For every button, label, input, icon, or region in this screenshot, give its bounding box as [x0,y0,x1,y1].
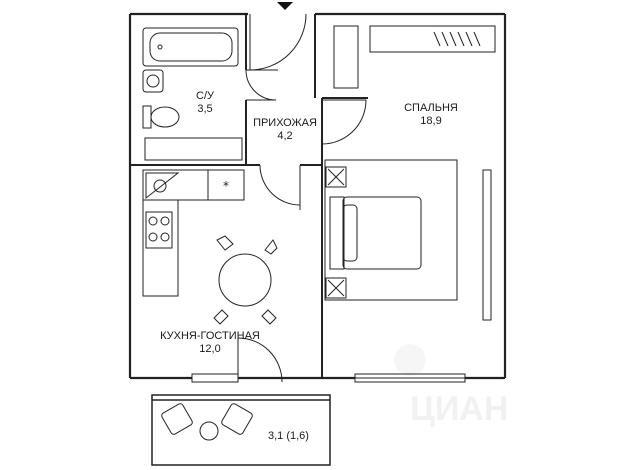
kitchen-counter [142,199,179,297]
kitchen-living-name: КУХНЯ-ГОСТИНАЯ [160,330,260,342]
bedroom-door [321,99,367,145]
watermark-text: ЦИАН [410,390,509,428]
wardrobe-icon [333,25,496,89]
bathroom-door [245,69,278,101]
hallway-label: ПРИХОЖАЯ 4,2 [248,117,322,143]
entrance-door [249,13,307,71]
interior-walls [130,14,368,378]
balcony-door [191,337,283,383]
entrance-arrow-icon [277,2,293,10]
watermark-pattern [394,344,426,376]
dining-table-icon [213,235,278,325]
kitchen-living-area: 12,0 [199,343,221,355]
bathroom-area: 3,5 [197,103,213,115]
bedroom-shelf [482,169,492,321]
balcony-outline [151,394,331,466]
balcony-area-label: 3,1 (1,6) [268,430,309,442]
stove-icon [145,211,173,249]
bedroom-label: СПАЛЬНЯ 18,9 [396,102,466,128]
toilet-icon [142,105,180,129]
bathtub-icon [142,27,239,67]
bathroom-cabinet [144,137,243,161]
kitchen-door [259,164,301,210]
hallway-name: ПРИХОЖАЯ [253,117,317,129]
fridge-icon [207,169,245,201]
kitchen-sink-icon [142,169,209,201]
fridge-asterisk-icon: * [223,179,229,193]
hallway-area: 4,2 [277,130,293,142]
bathroom-label: С/У 3,5 [185,90,225,116]
armchair-icon [161,403,253,441]
kitchen-living-label: КУХНЯ-ГОСТИНАЯ 12,0 [155,330,265,356]
bedroom-window [354,373,466,383]
bedroom-name: СПАЛЬНЯ [404,102,458,114]
bed-icon [324,159,458,301]
sink-icon [142,69,164,93]
bathroom-name: С/У [196,90,214,102]
outer-walls [128,12,507,380]
bedroom-area: 18,9 [420,115,442,127]
